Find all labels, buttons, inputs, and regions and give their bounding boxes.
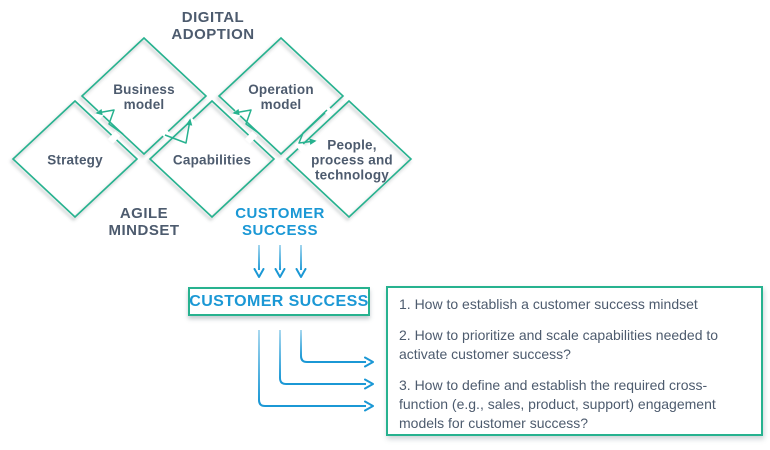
diamond-business-model <box>80 36 208 156</box>
elbow-arrow-icon <box>300 330 374 368</box>
elbow-arrow-icons <box>258 330 374 412</box>
customer-success-box-label: CUSTOMER SUCCESS <box>189 292 369 310</box>
flow-arrow-icon <box>232 108 261 135</box>
question-item: 1. How to establish a customer success m… <box>399 296 698 312</box>
customer-success-label: CUSTOMER SUCCESS <box>235 205 325 239</box>
question-item: 3. How to define and establish the requi… <box>399 377 716 431</box>
diamond-label-capabilities: Capabilities <box>172 152 252 168</box>
elbow-arrow-icon <box>258 330 374 412</box>
diamond-label-operation-model: Operation model <box>248 82 314 112</box>
diamond-fills <box>13 38 411 217</box>
diamond-operation-model <box>217 36 345 156</box>
down-arrow-icons <box>253 245 307 278</box>
flow-arrow-icon <box>164 118 193 144</box>
flow-arrow-icon <box>298 109 328 145</box>
diamond-label-strategy: Strategy <box>47 152 103 168</box>
flow-arrow-icons <box>95 108 328 145</box>
agile-mindset-label: AGILE MINDSET <box>108 205 180 239</box>
diamond-people <box>285 99 413 219</box>
elbow-arrow-icon <box>279 330 374 390</box>
diamond-label-people: People, process and technology <box>311 137 393 183</box>
flow-arrow-icon <box>95 108 124 135</box>
diamond-label-business-model: Business model <box>113 82 175 112</box>
questions-panel: 1. How to establish a customer success m… <box>386 286 763 436</box>
question-item: 2. How to prioritize and scale capabilit… <box>399 327 719 362</box>
digital-adoption-label: DIGITAL ADOPTION <box>171 9 255 43</box>
customer-success-box: CUSTOMER SUCCESS <box>188 287 370 316</box>
